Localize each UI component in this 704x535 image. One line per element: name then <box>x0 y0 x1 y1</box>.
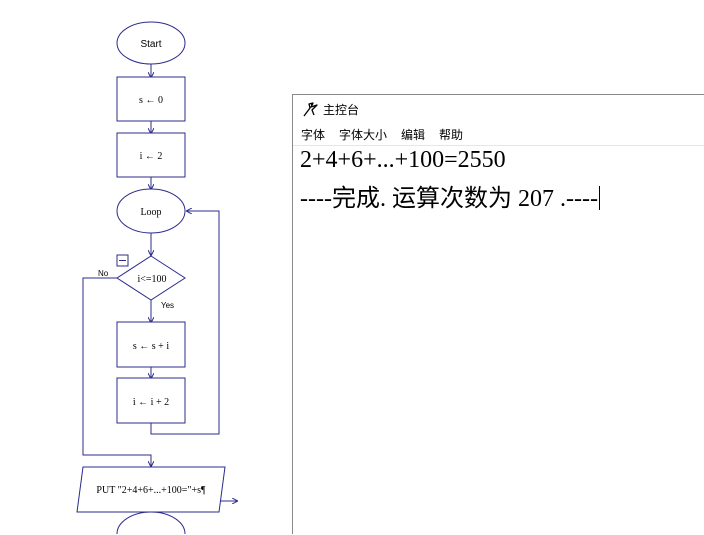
flowchart-diagram: Start s ← 0 i ← 2 Loop i<=100 Yes No s ←… <box>76 21 290 534</box>
yes-branch-label: Yes <box>161 301 174 310</box>
console-menubar: 字体 字体大小 编辑 帮助 <box>293 123 704 145</box>
menu-font-size[interactable]: 字体大小 <box>339 128 388 142</box>
output-line-result-text: 2+4+6+...+100=2550 <box>300 147 506 173</box>
start-node-label: Start <box>140 39 161 50</box>
console-output-area[interactable]: 2+4+6+...+100=2550 ----完成. 运算次数为 207 .--… <box>293 145 704 535</box>
loop-node[interactable] <box>116 188 186 234</box>
output-line-status: ----完成. 运算次数为 207 .---- <box>300 178 600 213</box>
assign-i-node[interactable] <box>116 132 186 178</box>
collapse-toggle-icon[interactable] <box>116 254 129 267</box>
menu-edit[interactable]: 编辑 <box>401 128 426 142</box>
console-title: 主控台 <box>323 103 360 117</box>
assign-i-label: i ← 2 <box>140 151 163 162</box>
assign-s-label: s ← 0 <box>139 95 163 106</box>
accumulate-node[interactable] <box>116 321 186 368</box>
app-logo-icon <box>303 102 318 117</box>
condition-node[interactable] <box>116 255 186 301</box>
output-node[interactable] <box>76 466 226 513</box>
menu-help[interactable]: 帮助 <box>439 128 464 142</box>
console-window[interactable]: 主控台 字体 字体大小 编辑 帮助 2+4+6+...+100=2550 ---… <box>292 94 704 534</box>
output-line-status-text: ----完成. 运算次数为 207 .---- <box>300 186 598 212</box>
start-node[interactable] <box>116 21 186 65</box>
loop-node-label: Loop <box>140 207 161 218</box>
end-node-partial[interactable] <box>116 511 186 534</box>
output-label: PUT "2+4+6+...+100="+s¶ <box>96 485 206 496</box>
text-caret <box>598 186 600 210</box>
accumulate-label: s ← s + i <box>133 341 169 352</box>
console-titlebar[interactable]: 主控台 <box>293 95 704 123</box>
increment-node[interactable] <box>116 377 186 424</box>
menu-font[interactable]: 字体 <box>301 128 326 142</box>
condition-label: i<=100 <box>137 274 166 285</box>
increment-label: i ← i + 2 <box>133 397 169 408</box>
output-line-result: 2+4+6+...+100=2550 <box>300 147 506 174</box>
assign-s-node[interactable] <box>116 76 186 122</box>
no-branch-label: No <box>98 269 109 278</box>
